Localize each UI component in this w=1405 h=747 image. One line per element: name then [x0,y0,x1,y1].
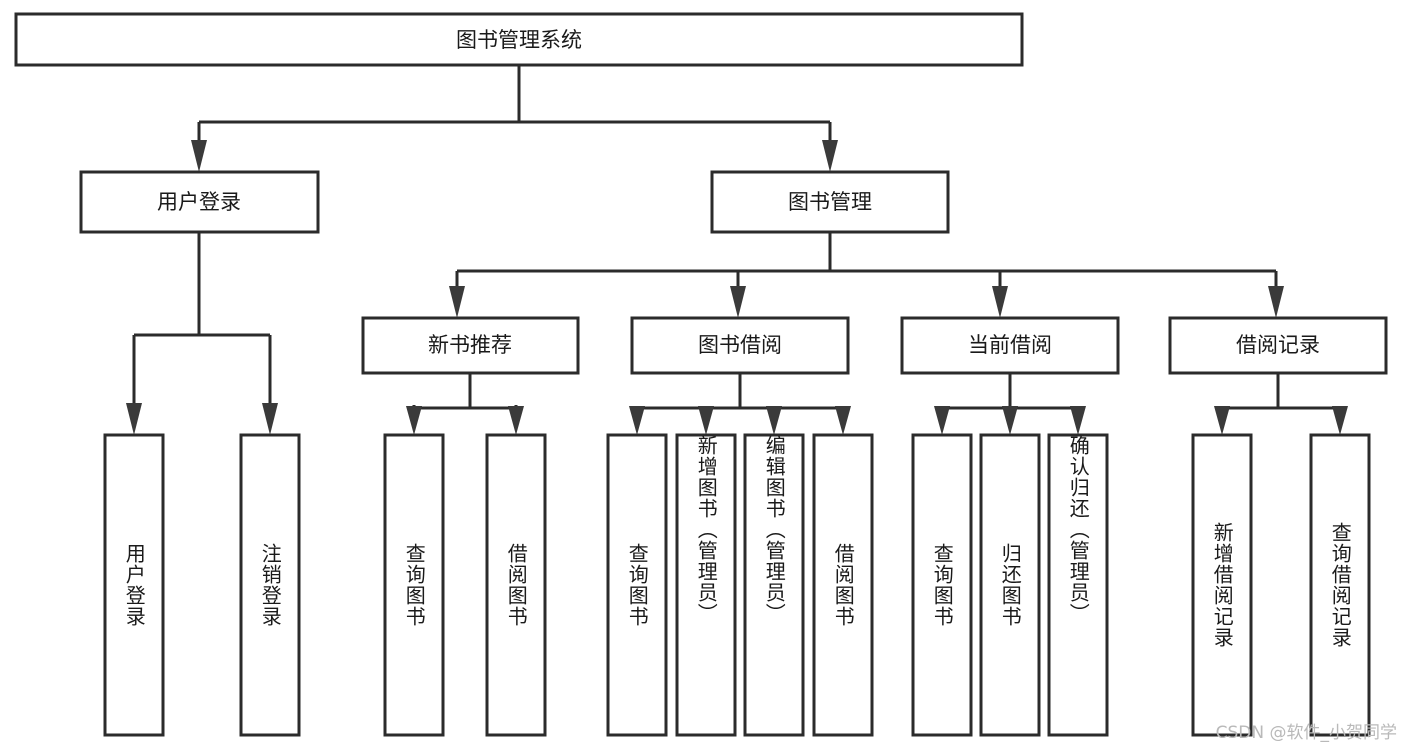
leaf-box-borrow-lend[interactable] [812,433,874,737]
leaf-box-borrow-query[interactable] [606,433,668,737]
leaf-box-newbook-query[interactable] [383,433,445,737]
node-current-borrow-label: 当前借阅 [968,333,1052,357]
node-current-borrow-box[interactable] [900,316,1120,375]
arrow-head-currentborrow-leaf-3 [1070,406,1086,435]
arrow-head-newbook-leaf-1 [406,406,422,435]
node-new-book-recommend-label: 新书推荐 [428,333,512,357]
arrow-head-newbook-leaf-2 [508,406,524,435]
node-root[interactable]: 图书管理系统 [14,12,1024,67]
connector-group-book-borrow [629,373,851,435]
node-book-manage-box[interactable] [710,170,950,234]
node-new-book-recommend-box[interactable] [361,316,580,375]
arrow-head-leaf-user-login [126,403,142,435]
node-borrow-records-box[interactable] [1168,316,1388,375]
node-user-login-label: 用户登录 [157,190,241,214]
node-root-label: 图书管理系统 [456,28,582,52]
leaf-box-records-query[interactable] [1309,433,1371,737]
node-book-manage[interactable]: 图书管理 [710,170,950,234]
node-book-borrow[interactable]: 图书借阅 [630,316,850,375]
arrow-head-new-book [449,286,465,318]
leaf-box-logout[interactable] [239,433,301,737]
node-root-box[interactable] [14,12,1024,67]
leaf-box-user-login[interactable] [103,433,165,737]
leaf-box-borrow-add[interactable] [675,433,737,737]
arrow-head-user-login [191,140,207,172]
connector-group-user-login [126,232,278,435]
arrow-head-book-borrow [730,286,746,318]
node-borrow-records-label: 借阅记录 [1236,333,1320,357]
connector-group-current-borrow [934,373,1086,435]
arrow-head-borrow-records [1268,286,1284,318]
node-user-login[interactable]: 用户登录 [79,170,320,234]
leaf-box-current-query[interactable] [911,433,973,737]
arrow-head-book-manage [822,140,838,172]
arrow-head-bookborrow-leaf-2 [698,406,714,435]
arrow-head-bookborrow-leaf-4 [835,406,851,435]
leaf-box-records-add[interactable] [1191,433,1253,737]
arrow-head-bookborrow-leaf-1 [629,406,645,435]
node-user-login-box[interactable] [79,170,320,234]
node-new-book-recommend[interactable]: 新书推荐 [361,316,580,375]
arrow-head-currentborrow-leaf-1 [934,406,950,435]
connector-group-root [191,65,838,172]
arrow-head-bookborrow-leaf-3 [766,406,782,435]
leaf-box-current-return[interactable] [979,433,1041,737]
leaf-box-current-confirm[interactable] [1047,433,1109,737]
node-borrow-records[interactable]: 借阅记录 [1168,316,1388,375]
node-book-borrow-box[interactable] [630,316,850,375]
arrow-head-current-borrow [992,286,1008,318]
arrow-head-borrowrecords-leaf-2 [1332,406,1348,435]
node-book-manage-label: 图书管理 [788,190,872,214]
connector-group-new-book [406,373,524,435]
node-book-borrow-label: 图书借阅 [698,333,782,357]
leaf-box-newbook-borrow[interactable] [485,433,547,737]
leaf-box-borrow-edit[interactable] [743,433,805,737]
connector-group-book-manage [449,232,1284,318]
arrow-head-borrowrecords-leaf-1 [1214,406,1230,435]
node-current-borrow[interactable]: 当前借阅 [900,316,1120,375]
arrow-head-currentborrow-leaf-2 [1002,406,1018,435]
arrow-head-leaf-logout [262,403,278,435]
connector-group-borrow-records [1214,373,1348,435]
